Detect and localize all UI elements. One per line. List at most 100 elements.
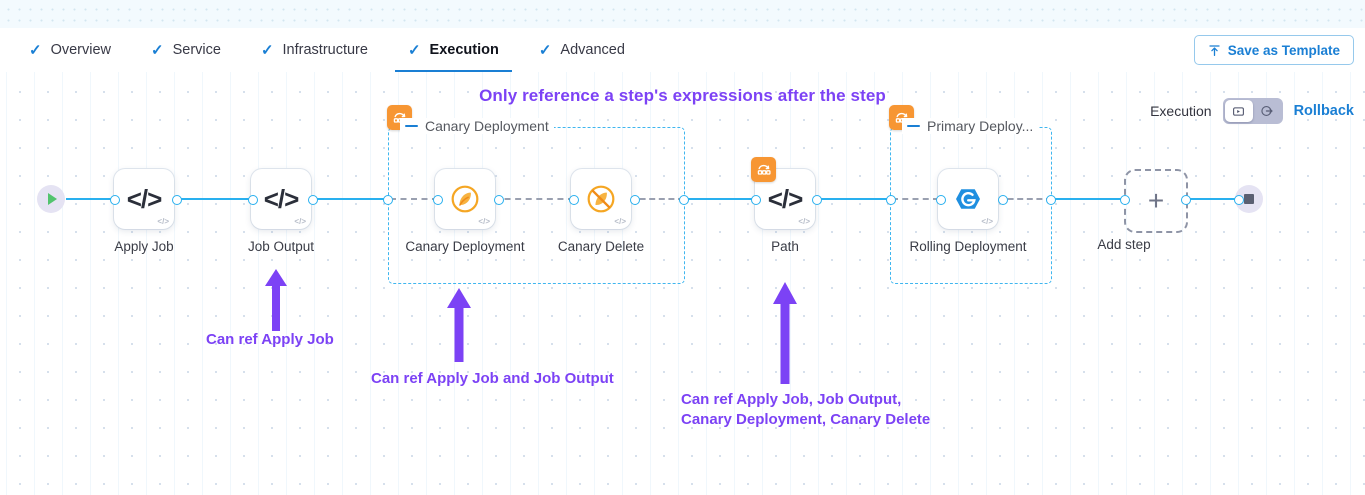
add-step-button[interactable]: + [1124, 169, 1188, 233]
connector-path-group2 [813, 198, 892, 201]
group-primary-deployment-label: Primary Deploy... [927, 118, 1034, 134]
connector-applyjob-joboutput [173, 198, 253, 201]
connector-addstep-end [1182, 198, 1236, 201]
port[interactable] [679, 195, 689, 205]
collapse-dash-icon[interactable] [405, 124, 418, 128]
stage-tabs: ✓ Overview ✓ Service ✓ Infrastructure ✓ … [0, 28, 652, 73]
top-dotted-strip [0, 0, 1365, 28]
port[interactable] [110, 195, 120, 205]
execution-view-icon[interactable] [1224, 100, 1253, 122]
code-small-icon: </> [294, 217, 306, 226]
node-rolling-deployment-label: Rolling Deployment [909, 239, 1027, 254]
connector-group2-addstep [1049, 198, 1125, 201]
group-canary-deployment[interactable]: Canary Deployment [387, 105, 685, 284]
play-icon [48, 193, 57, 205]
annotation-path: Can ref Apply Job, Job Output, Canary De… [681, 391, 931, 429]
pipeline-start-node[interactable] [37, 185, 65, 213]
page-headline: Only reference a step's expressions afte… [479, 86, 886, 105]
upload-template-icon [1208, 44, 1221, 57]
tab-advanced[interactable]: ✓ Advanced [526, 28, 638, 72]
group-primary-deployment-header[interactable]: Primary Deploy... [902, 118, 1039, 134]
rollback-view-icon[interactable] [1253, 100, 1281, 122]
rolling-deploy-icon [953, 184, 983, 214]
node-canary-deployment-label: Canary Deployment [405, 239, 525, 254]
annotation-arrow-canary-deployment [441, 288, 477, 367]
port[interactable] [494, 195, 504, 205]
execution-view-controls: Execution Rollback [1150, 98, 1354, 124]
connector-group1-path [682, 198, 756, 201]
tab-infrastructure-label: Infrastructure [282, 42, 368, 58]
node-apply-job[interactable]: </> </> Apply Job [114, 169, 174, 254]
collapse-dash-icon[interactable] [907, 124, 920, 128]
port[interactable] [248, 195, 258, 205]
annotation-arrow-job-output [259, 269, 293, 336]
check-icon: ✓ [407, 41, 421, 59]
node-path[interactable]: </> </> Path [751, 157, 815, 254]
node-canary-delete-box[interactable]: </> [571, 169, 631, 229]
port[interactable] [1120, 195, 1130, 205]
node-rolling-deployment-box[interactable]: </> [938, 169, 998, 229]
node-path-label: Path [771, 239, 799, 254]
node-canary-deployment-box[interactable]: </> [435, 169, 495, 229]
port[interactable] [886, 195, 896, 205]
connector-rolling-group2end [998, 198, 1052, 200]
tab-overview[interactable]: ✓ Overview [16, 28, 124, 72]
port[interactable] [630, 195, 640, 205]
node-job-output-label: Job Output [247, 239, 315, 254]
check-icon: ✓ [151, 41, 164, 59]
code-small-icon: </> [798, 217, 810, 226]
node-job-output-box[interactable]: </> </> [251, 169, 311, 229]
code-icon: </> [767, 184, 804, 214]
node-apply-job-label: Apply Job [114, 239, 174, 254]
execution-rollback-toggle[interactable] [1222, 98, 1283, 124]
canary-delete-icon [584, 182, 618, 216]
step-group-icon [751, 157, 776, 182]
port[interactable] [1181, 195, 1191, 205]
code-small-icon: </> [981, 217, 993, 226]
save-as-template-label: Save as Template [1227, 42, 1340, 58]
code-icon: </> [126, 184, 163, 214]
port[interactable] [433, 195, 443, 205]
connector-joboutput-group1 [309, 198, 389, 201]
tab-service[interactable]: ✓ Service [138, 28, 234, 72]
port[interactable] [812, 195, 822, 205]
port[interactable] [1234, 195, 1244, 205]
connector-canarydelete-group1end [630, 198, 684, 200]
code-icon: </> [263, 184, 300, 214]
code-small-icon: </> [478, 217, 490, 226]
port[interactable] [998, 195, 1008, 205]
node-job-output[interactable]: </> </> Job Output [248, 169, 314, 254]
tab-execution[interactable]: ✓ Execution [394, 28, 512, 73]
code-small-icon: </> [157, 217, 169, 226]
rollback-link[interactable]: Rollback [1293, 103, 1354, 119]
annotation-canary-deployment: Can ref Apply Job and Job Output [371, 370, 614, 387]
port[interactable] [569, 195, 579, 205]
port[interactable] [172, 195, 182, 205]
pipeline-canvas[interactable]: Only reference a step's expressions afte… [0, 72, 1365, 495]
check-icon: ✓ [538, 41, 552, 59]
tab-advanced-label: Advanced [560, 42, 625, 58]
tab-infrastructure[interactable]: ✓ Infrastructure [248, 28, 381, 72]
node-apply-job-box[interactable]: </> </> [114, 169, 174, 229]
port[interactable] [751, 195, 761, 205]
port[interactable] [1046, 195, 1056, 205]
port[interactable] [936, 195, 946, 205]
group-canary-deployment-label: Canary Deployment [425, 118, 549, 134]
port[interactable] [308, 195, 318, 205]
connector-canarydeploy-canarydelete [494, 198, 574, 200]
group-primary-deployment[interactable]: Primary Deploy... [889, 105, 1052, 284]
node-canary-delete[interactable]: </> Canary Delete [558, 169, 644, 254]
code-small-icon: </> [614, 217, 626, 226]
save-as-template-button[interactable]: Save as Template [1193, 35, 1354, 65]
check-icon: ✓ [260, 41, 274, 59]
node-rolling-deployment[interactable]: </> Rolling Deployment [909, 169, 1027, 254]
annotation-job-output: Can ref Apply Job [206, 331, 334, 348]
node-canary-delete-label: Canary Delete [557, 239, 645, 254]
plus-icon: + [1147, 185, 1165, 216]
connector-group1-canarydeploy [390, 198, 438, 200]
node-canary-deployment[interactable]: </> Canary Deployment [405, 169, 525, 254]
port[interactable] [383, 195, 393, 205]
group-canary-deployment-header[interactable]: Canary Deployment [400, 118, 554, 134]
tab-execution-label: Execution [429, 42, 499, 58]
